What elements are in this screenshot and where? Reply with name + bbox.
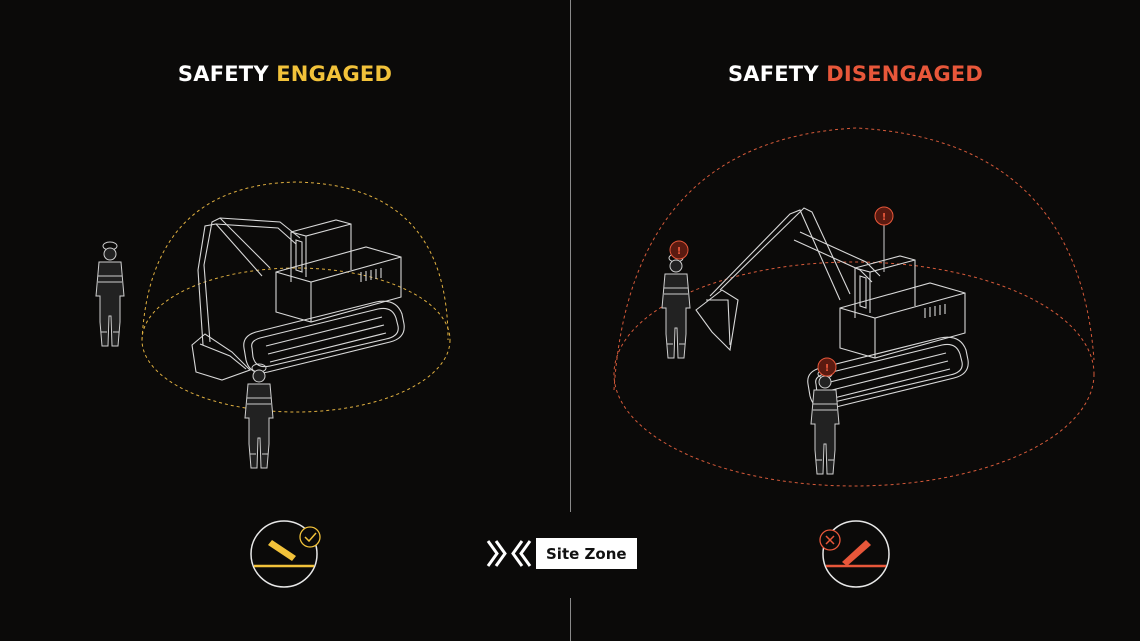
site-zone-label: Site Zone	[536, 538, 637, 569]
engaged-panel: SAFETY ENGAGED	[0, 62, 570, 86]
disengaged-status-icon	[819, 520, 890, 588]
worker-figure	[810, 369, 840, 475]
alert-icon: !	[669, 240, 689, 260]
engaged-scene	[95, 181, 451, 469]
disengaged-title-status: DISENGAGED	[826, 62, 984, 86]
check-icon	[299, 526, 321, 548]
alert-icon: !	[874, 206, 894, 272]
site-zone-logo: Site Zone	[486, 537, 637, 570]
engaged-title-prefix: SAFETY	[177, 62, 269, 86]
alert-icon: !	[817, 357, 837, 377]
cross-icon	[819, 529, 841, 551]
disengaged-scene: ! ! !	[613, 127, 1095, 487]
engaged-title-status: ENGAGED	[276, 62, 393, 86]
double-chevron-icon	[486, 540, 532, 567]
panel-divider-top	[570, 0, 571, 512]
worker-figure	[244, 363, 274, 469]
engaged-title: SAFETY ENGAGED	[0, 62, 570, 86]
worker-figure	[95, 241, 125, 347]
svg-text:!: !	[677, 246, 682, 257]
engaged-status-icon	[250, 520, 321, 588]
panel-divider-bottom	[570, 598, 571, 641]
disengaged-title-prefix: SAFETY	[727, 62, 819, 86]
disengaged-panel: SAFETY DISENGAGED	[571, 0, 1140, 641]
disengaged-title: SAFETY DISENGAGED	[571, 62, 1140, 86]
svg-text:!: !	[882, 212, 887, 223]
worker-figure	[661, 253, 691, 359]
svg-text:!: !	[825, 363, 830, 374]
